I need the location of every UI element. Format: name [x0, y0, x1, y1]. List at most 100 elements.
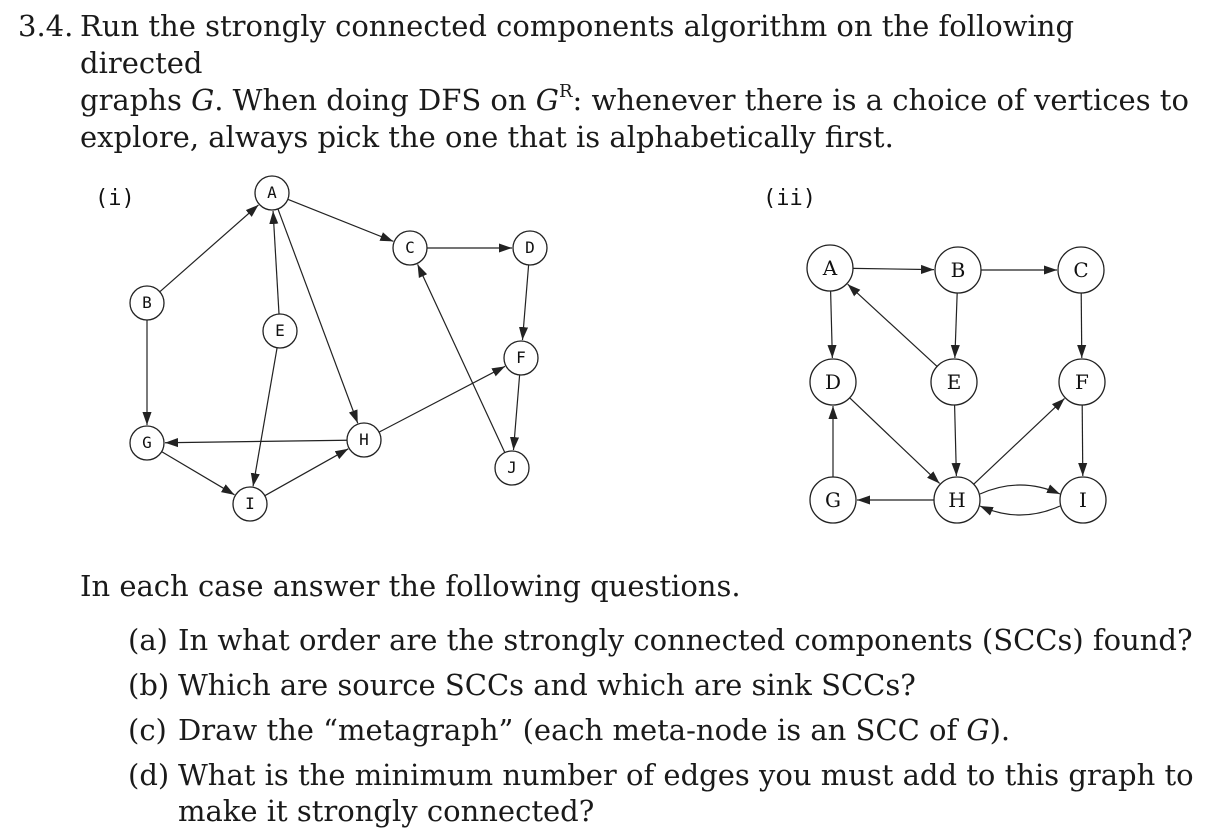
node-circle — [933, 476, 981, 524]
problem-line-1: Run the strongly connected components al… — [80, 9, 1075, 80]
edge-B-A — [159, 204, 259, 293]
node-label: C — [1073, 258, 1088, 282]
node-label: F — [516, 348, 526, 367]
node-label: D — [525, 238, 535, 257]
node-F: F — [503, 340, 539, 376]
math-g: G — [191, 83, 215, 117]
node-circle — [254, 175, 290, 211]
node-G: G — [129, 425, 165, 461]
problem-number: 3.4. — [18, 9, 74, 43]
edge-A-C — [287, 198, 394, 242]
node-circle — [494, 450, 530, 486]
node-label: I — [245, 494, 255, 513]
node-label: E — [275, 321, 285, 340]
graph-ii-nodes: A B C D E F G H I — [806, 244, 1107, 524]
math-g: G — [966, 713, 990, 747]
edge-J-C — [417, 264, 506, 453]
node-I: I — [1059, 476, 1107, 524]
node-I: I — [232, 486, 268, 522]
edge-C-F — [1077, 292, 1087, 359]
node-label: B — [951, 258, 966, 282]
graph-i: A B C D E F G H I J — [129, 175, 548, 522]
node-circle — [1059, 476, 1107, 524]
node-circle — [934, 246, 982, 294]
question-a: (a) In what order are the strongly conne… — [128, 622, 1208, 658]
edge-B-E — [950, 292, 960, 359]
problem-statement: 3.4. Run the strongly connected componen… — [18, 8, 1198, 156]
graph-i-nodes: A B C D E F G H I J — [129, 175, 548, 522]
edge-D-F — [518, 264, 530, 341]
node-D: D — [512, 230, 548, 266]
question-label: (d) — [128, 758, 170, 792]
edge-H-F — [378, 365, 506, 433]
graph-ii-label: (ii) — [763, 186, 816, 211]
node-label: G — [825, 488, 841, 512]
graph-ii: A B C D E F G H I — [806, 244, 1107, 524]
edge-D-H — [849, 397, 941, 484]
question-label: (a) — [128, 623, 168, 657]
problem-text: Run the strongly connected components al… — [80, 8, 1198, 156]
node-circle — [809, 476, 857, 524]
question-d: (d) What is the minimum number of edges … — [128, 757, 1208, 829]
edge-G-I — [161, 451, 235, 496]
edge-A-D — [827, 290, 837, 359]
node-label: F — [1075, 370, 1089, 394]
node-label: A — [822, 256, 838, 280]
node-label: H — [359, 430, 369, 449]
node-circle — [346, 422, 382, 458]
edge-H-F — [973, 398, 1065, 485]
node-circle — [503, 340, 539, 376]
node-B: B — [129, 285, 165, 321]
node-C: C — [392, 230, 428, 266]
node-H: H — [933, 476, 981, 524]
intro-text: In each case answer the following questi… — [80, 569, 741, 603]
node-label: C — [405, 238, 415, 257]
node-A: A — [806, 244, 854, 292]
question-text: What is the minimum number of edges you … — [178, 758, 1194, 828]
problem-line-3: explore, always pick the one that is alp… — [80, 120, 894, 154]
edge-E-H — [951, 404, 961, 477]
node-label: J — [507, 458, 517, 477]
edge-F-I — [1078, 404, 1088, 477]
question-text: Which are source SCCs and which are sink… — [178, 668, 916, 702]
question-label: (c) — [128, 713, 167, 747]
node-C: C — [1057, 246, 1105, 294]
node-label: G — [142, 433, 152, 452]
edge-A-H — [277, 208, 359, 424]
question-b: (b) Which are source SCCs and which are … — [128, 667, 1208, 703]
question-c: (c) Draw the “metagraph” (each meta-node… — [128, 712, 1208, 748]
edge-H-G — [164, 438, 348, 448]
node-circle — [806, 244, 854, 292]
node-label: B — [142, 293, 152, 312]
edge-E-A — [269, 210, 280, 315]
node-J: J — [494, 450, 530, 486]
graph-i-label: (i) — [95, 186, 135, 211]
node-B: B — [934, 246, 982, 294]
node-label: A — [267, 183, 277, 202]
node-circle — [129, 425, 165, 461]
question-list: (a) In what order are the strongly conne… — [128, 622, 1208, 838]
question-text: Draw the “metagraph” (each meta-node is … — [178, 713, 1011, 747]
graphs-figure: (i) A B C D E F G H I J (ii) A B C D E F G H I — [95, 175, 1107, 524]
node-circle — [129, 285, 165, 321]
question-text: In what order are the strongly connected… — [178, 623, 1193, 657]
edge-I-H — [979, 505, 1061, 516]
edge-H-I — [979, 484, 1061, 495]
node-label: I — [1079, 488, 1087, 512]
node-label: D — [825, 370, 841, 394]
edge-I-H — [264, 448, 349, 497]
node-circle — [1057, 246, 1105, 294]
node-circle — [1058, 358, 1106, 406]
node-D: D — [809, 358, 857, 406]
node-circle — [930, 358, 978, 406]
problem-line-2: graphs G. When doing DFS on GR: whenever… — [80, 81, 1189, 118]
node-label: H — [948, 488, 965, 512]
node-A: A — [254, 175, 290, 211]
node-circle — [809, 358, 857, 406]
node-circle — [262, 313, 298, 349]
node-E: E — [930, 358, 978, 406]
node-G: G — [809, 476, 857, 524]
graph-ii-edges — [827, 264, 1088, 516]
graph-i-edges — [142, 198, 530, 497]
node-circle — [512, 230, 548, 266]
